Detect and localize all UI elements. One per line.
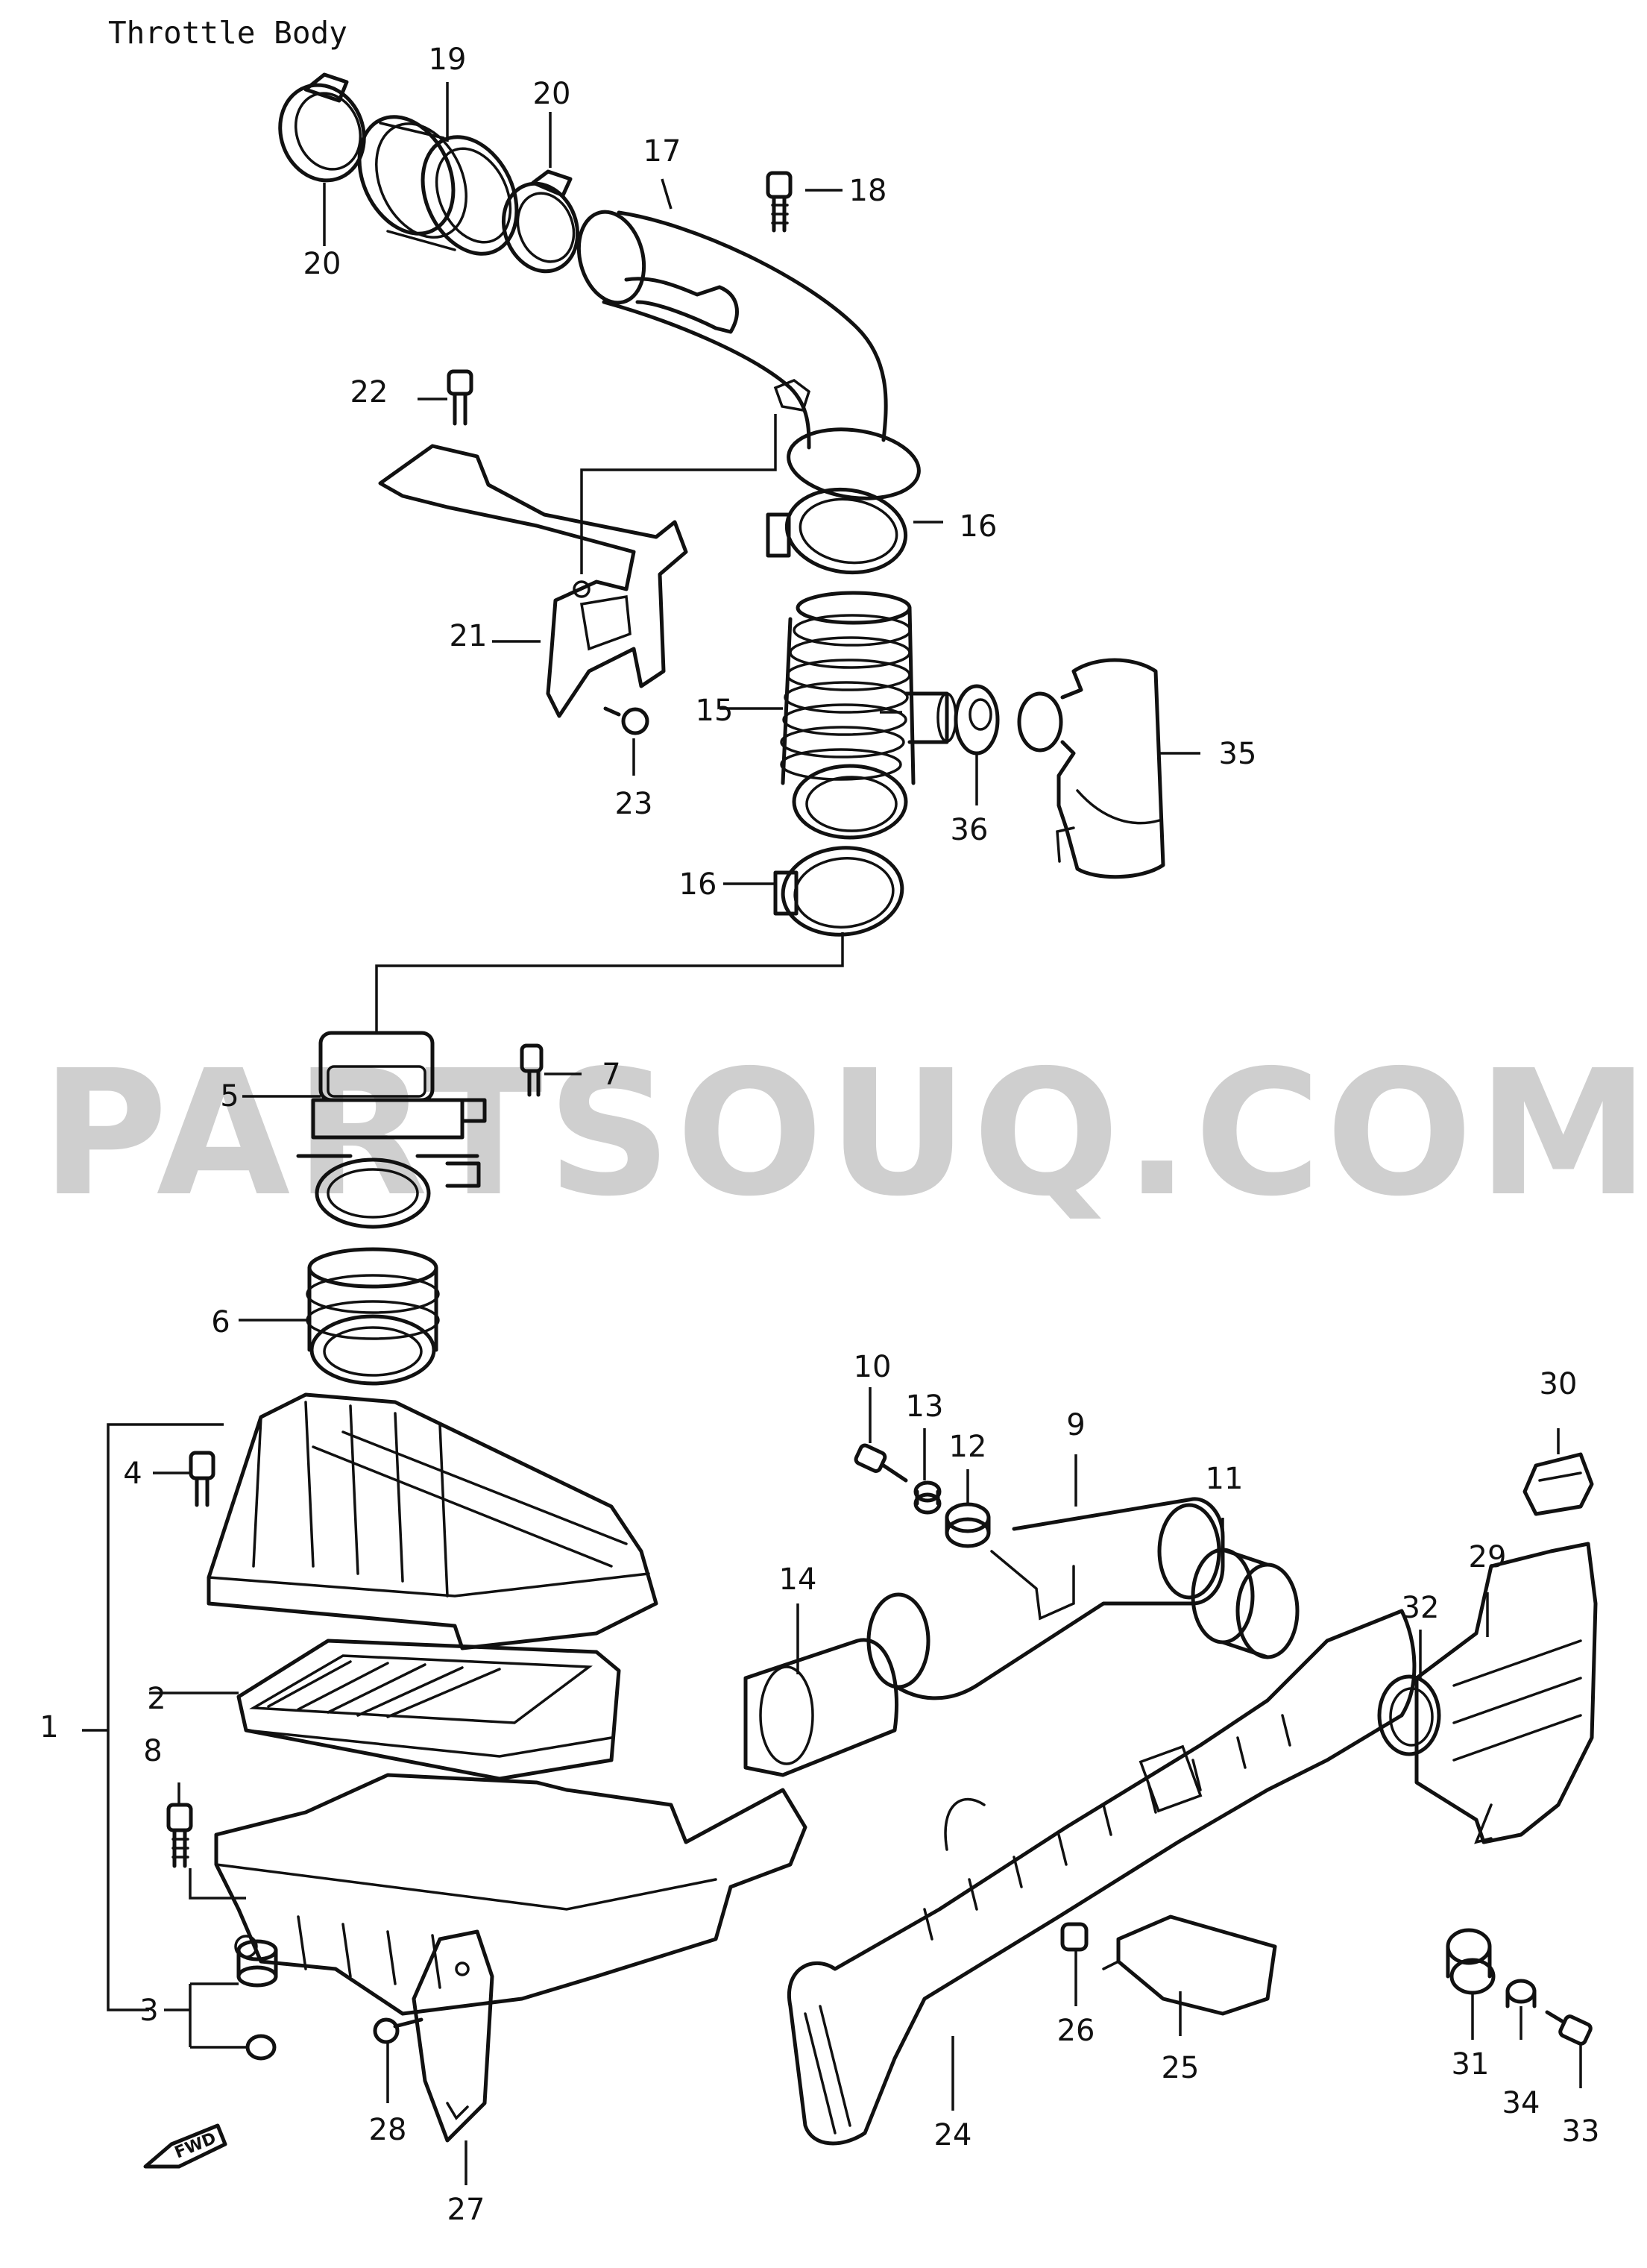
callout-23: 23 bbox=[615, 787, 653, 821]
part-1-air-cleaner-upper-case bbox=[207, 1392, 658, 1650]
callout-28: 28 bbox=[369, 2113, 407, 2147]
callout-20: 20 bbox=[533, 77, 571, 111]
callout-15: 15 bbox=[696, 694, 734, 728]
part-1-air-cleaner-lower-case bbox=[214, 1773, 807, 2016]
callout-17: 17 bbox=[643, 134, 681, 169]
part-21-bracket bbox=[378, 444, 688, 718]
part-12-grommet bbox=[945, 1502, 991, 1548]
callout-12: 12 bbox=[949, 1430, 987, 1464]
part-23-bolt bbox=[603, 706, 649, 735]
part-29-resonator bbox=[1414, 1542, 1598, 1844]
callout-26: 26 bbox=[1057, 2014, 1095, 2048]
callout-5: 5 bbox=[220, 1079, 239, 1113]
callout-3: 3 bbox=[139, 1994, 158, 2028]
callout-33: 33 bbox=[1562, 2114, 1600, 2149]
part-9-inlet-pipe bbox=[866, 1497, 1225, 1700]
part-28-pin bbox=[373, 2017, 423, 2044]
callout-1: 1 bbox=[40, 1710, 58, 1744]
callout-19: 19 bbox=[429, 43, 467, 77]
callout-29: 29 bbox=[1469, 1540, 1507, 1574]
part-32-hose bbox=[1377, 1674, 1441, 1756]
callout-4: 4 bbox=[123, 1457, 142, 1491]
callout-35: 35 bbox=[1219, 737, 1257, 771]
callout-11: 11 bbox=[1206, 1462, 1244, 1496]
part-16-clamp-upper bbox=[766, 427, 921, 575]
callout-14: 14 bbox=[779, 1562, 817, 1597]
callout-8: 8 bbox=[143, 1734, 162, 1768]
callout-labels: 19 20 20 17 18 22 16 21 15 23 36 35 16 5… bbox=[40, 43, 1599, 2227]
callout-9: 9 bbox=[1066, 1408, 1085, 1442]
callout-34: 34 bbox=[1502, 2086, 1540, 2120]
assembly-connection-line-2 bbox=[580, 414, 777, 574]
callout-10: 10 bbox=[854, 1350, 892, 1384]
part-16-clamp-lower bbox=[773, 846, 904, 937]
part-33-bolt bbox=[1545, 2010, 1593, 2046]
part-36-clamp bbox=[954, 684, 1000, 756]
part-5-airflow-sensor bbox=[296, 1031, 487, 1229]
callout-13: 13 bbox=[906, 1389, 944, 1424]
callout-30: 30 bbox=[1540, 1367, 1578, 1401]
callout-2: 2 bbox=[147, 1682, 166, 1716]
callout-36: 36 bbox=[951, 813, 989, 847]
callout-31: 31 bbox=[1452, 2047, 1490, 2082]
part-24-main-duct bbox=[787, 1609, 1417, 2146]
part-34-collar bbox=[1505, 1979, 1537, 2008]
part-20-clamp-left bbox=[278, 72, 366, 183]
callout-16: 16 bbox=[960, 509, 998, 544]
part-27-bracket bbox=[412, 1929, 494, 2143]
callout-27: 27 bbox=[447, 2193, 485, 2227]
part-17-intake-pipe bbox=[576, 210, 888, 450]
callout-21: 21 bbox=[450, 619, 488, 653]
callout-16: 16 bbox=[679, 867, 717, 902]
part-13-collar bbox=[913, 1480, 942, 1515]
diagram-title: Throttle Body bbox=[108, 15, 347, 51]
part-3-grommets bbox=[236, 1939, 278, 2061]
part-6-boot bbox=[306, 1247, 440, 1386]
part-35-resonator bbox=[1017, 658, 1165, 879]
callout-20: 20 bbox=[303, 247, 341, 281]
fwd-arrow-icon: FWD bbox=[143, 2123, 227, 2169]
callout-25: 25 bbox=[1162, 2051, 1200, 2085]
part-7-bolt bbox=[520, 1043, 544, 1097]
part-20-clamp-right bbox=[501, 169, 580, 274]
callout-7: 7 bbox=[602, 1058, 620, 1092]
callout-24: 24 bbox=[934, 2118, 972, 2152]
part-15-corrugated-duct bbox=[780, 591, 957, 840]
part-19-hose bbox=[357, 115, 519, 256]
callout-18: 18 bbox=[849, 174, 887, 208]
part-8-bolt bbox=[166, 1803, 193, 1868]
part-14-duct bbox=[743, 1638, 898, 1777]
assembly-connection-line bbox=[375, 932, 844, 1033]
part-11-hose bbox=[1191, 1548, 1300, 1659]
watermark: PARTSOUQ.COM bbox=[41, 1033, 1647, 1234]
callout-32: 32 bbox=[1402, 1591, 1440, 1625]
part-31-grommet bbox=[1446, 1928, 1496, 1995]
part-25-bracket bbox=[1102, 1914, 1277, 2016]
part-2-filter-element bbox=[236, 1639, 621, 1781]
leader-lines bbox=[82, 82, 1582, 2185]
part-4-bolt bbox=[189, 1451, 215, 1507]
part-18-bolt bbox=[766, 171, 793, 233]
part-30-cap bbox=[1522, 1452, 1594, 1516]
callout-6: 6 bbox=[211, 1305, 230, 1339]
callout-22: 22 bbox=[350, 375, 388, 409]
part-22-bolt bbox=[447, 369, 473, 426]
part-10-bolt bbox=[854, 1443, 908, 1483]
part-26-clip bbox=[1060, 1922, 1089, 1952]
